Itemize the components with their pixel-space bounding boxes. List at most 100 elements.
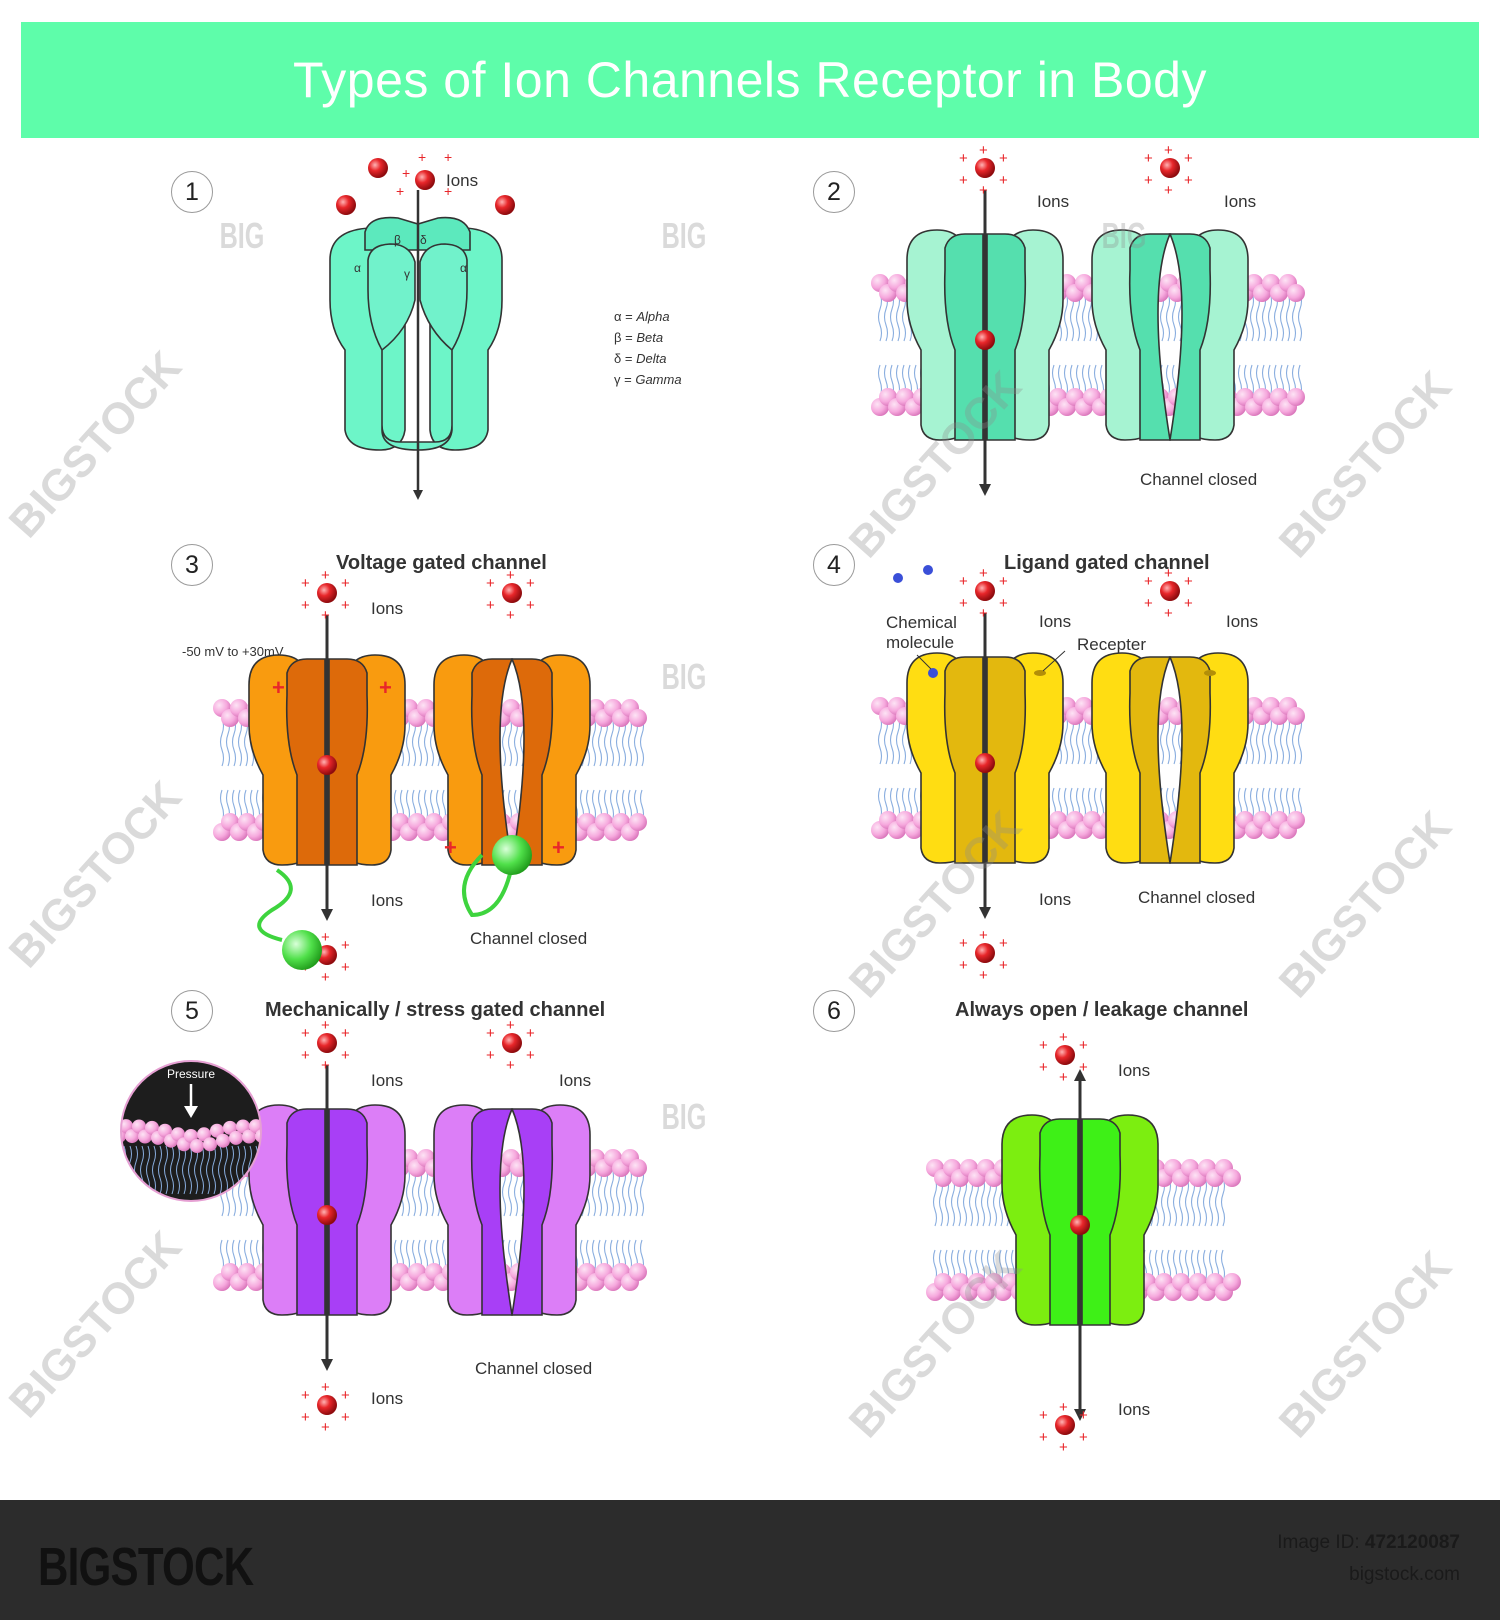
svg-text:+: + bbox=[402, 165, 410, 181]
inactivation-ball bbox=[492, 835, 532, 875]
panel-1-ions-label: Ions bbox=[446, 171, 479, 190]
panel-5-title: Mechanically / stress gated channel bbox=[265, 999, 606, 1021]
chemical-molecule bbox=[923, 565, 933, 575]
svg-text:+: + bbox=[1059, 1029, 1068, 1046]
legend-delta: δ = Delta bbox=[614, 351, 667, 366]
ion-with-charges: ++++++ bbox=[959, 927, 1008, 984]
svg-text:+: + bbox=[999, 595, 1008, 612]
ion-with-charges: ++++++ bbox=[1144, 565, 1193, 622]
svg-text:+: + bbox=[1164, 605, 1173, 622]
svg-text:+: + bbox=[1059, 1069, 1068, 1086]
ion-with-charges: ++++++ bbox=[486, 1017, 535, 1074]
svg-text:+: + bbox=[526, 597, 535, 614]
panel-5-ions-label-bottom: Ions bbox=[371, 1389, 404, 1408]
svg-text:+: + bbox=[1039, 1037, 1048, 1054]
svg-text:+: + bbox=[321, 607, 330, 624]
svg-text:+: + bbox=[959, 957, 968, 974]
ion-channel-closed bbox=[433, 1104, 591, 1316]
svg-text:+: + bbox=[979, 605, 988, 622]
svg-text:+: + bbox=[486, 1025, 495, 1042]
svg-text:+: + bbox=[1144, 573, 1153, 590]
receptor-site bbox=[1034, 670, 1046, 676]
svg-text:+: + bbox=[341, 1387, 350, 1404]
svg-text:+: + bbox=[979, 927, 988, 944]
panel-6-ions-label-top: Ions bbox=[1118, 1061, 1151, 1080]
receptor-site bbox=[1204, 670, 1216, 676]
panel-3-ions-label-top: Ions bbox=[371, 599, 404, 618]
svg-text:+: + bbox=[1184, 172, 1193, 189]
inactivation-ball bbox=[282, 930, 322, 970]
ion-channel-open bbox=[248, 1104, 406, 1316]
bound-ligand bbox=[928, 668, 938, 678]
ion-in-pore bbox=[317, 1205, 337, 1225]
panel-2-ions-label-open: Ions bbox=[1037, 192, 1070, 211]
svg-text:+: + bbox=[341, 959, 350, 976]
panel-5-number: 5 bbox=[171, 990, 213, 1032]
panel-6-channel-diagram: ++++++++++++ bbox=[926, 1029, 1241, 1456]
ion-with-charges: ++++++ bbox=[959, 142, 1008, 199]
svg-text:+: + bbox=[526, 575, 535, 592]
panel-4-channel-diagram: ++++++++++++++++++ bbox=[871, 565, 1305, 984]
ion-channel-closed bbox=[1091, 229, 1249, 441]
svg-text:+: + bbox=[1039, 1059, 1048, 1076]
svg-text:+: + bbox=[301, 575, 310, 592]
svg-text:+: + bbox=[321, 1017, 330, 1034]
panel-3-ions-label-bottom: Ions bbox=[371, 891, 404, 910]
panel-5-ions-label-closed: Ions bbox=[559, 1071, 592, 1090]
svg-text:+: + bbox=[506, 567, 515, 584]
panel-4-ions-label-bottom: Ions bbox=[1039, 890, 1072, 909]
charge-sign: + bbox=[552, 835, 565, 860]
svg-text:+: + bbox=[959, 573, 968, 590]
svg-text:+: + bbox=[321, 1379, 330, 1396]
panel-4-number: 4 bbox=[813, 544, 855, 586]
svg-text:+: + bbox=[1164, 565, 1173, 582]
panel-2-channel-closed-label: Channel closed bbox=[1140, 470, 1258, 489]
ion-with-charges: ++++++ bbox=[301, 1017, 350, 1074]
label-alpha-left: α bbox=[354, 261, 361, 275]
label-delta: δ bbox=[420, 233, 427, 247]
svg-text:+: + bbox=[321, 1419, 330, 1436]
svg-text:+: + bbox=[321, 969, 330, 986]
ion-with-charges: ++++++ bbox=[1144, 142, 1193, 199]
svg-text:+: + bbox=[979, 182, 988, 199]
svg-text:+: + bbox=[1184, 573, 1193, 590]
panel-2-ions-label-closed: Ions bbox=[1224, 192, 1257, 211]
svg-text:+: + bbox=[301, 1409, 310, 1426]
svg-text:+: + bbox=[341, 937, 350, 954]
label-gamma: γ bbox=[404, 267, 410, 281]
charge-sign: + bbox=[272, 675, 285, 700]
ion-channel-open bbox=[248, 654, 406, 866]
svg-text:+: + bbox=[999, 957, 1008, 974]
ion-channel-open bbox=[906, 229, 1064, 441]
legend-beta: β = Beta bbox=[614, 330, 664, 345]
inactivation-tether bbox=[462, 853, 514, 918]
panel-1-number: 1 bbox=[171, 171, 213, 213]
ion-in-pore bbox=[1070, 1215, 1090, 1235]
panel-4-ions-label-top: Ions bbox=[1039, 612, 1072, 631]
svg-text:+: + bbox=[1164, 182, 1173, 199]
svg-text:+: + bbox=[486, 597, 495, 614]
svg-text:+: + bbox=[301, 1047, 310, 1064]
ion-with-charges: ++++++ bbox=[959, 565, 1008, 622]
svg-text:+: + bbox=[979, 142, 988, 159]
svg-text:+: + bbox=[341, 1047, 350, 1064]
chemical-molecule bbox=[893, 573, 903, 583]
ion-in-pore bbox=[317, 755, 337, 775]
panel-4-title: Ligand gated channel bbox=[1004, 552, 1210, 574]
ion-with-charges: ++++++ bbox=[1039, 1029, 1088, 1086]
inactivation-tether bbox=[257, 868, 293, 942]
svg-text:+: + bbox=[444, 183, 452, 199]
panel-6-number: 6 bbox=[813, 990, 855, 1032]
svg-text:+: + bbox=[486, 1047, 495, 1064]
svg-text:+: + bbox=[959, 935, 968, 952]
ion-cluster: ++ ++ + bbox=[336, 149, 515, 215]
svg-text:+: + bbox=[979, 565, 988, 582]
svg-text:+: + bbox=[526, 1047, 535, 1064]
svg-text:+: + bbox=[396, 183, 404, 199]
panel-4-channel-closed-label: Channel closed bbox=[1138, 888, 1256, 907]
svg-text:+: + bbox=[959, 150, 968, 167]
svg-text:+: + bbox=[301, 597, 310, 614]
svg-text:+: + bbox=[321, 1057, 330, 1074]
panel-5-channel-closed-label: Channel closed bbox=[475, 1359, 593, 1378]
